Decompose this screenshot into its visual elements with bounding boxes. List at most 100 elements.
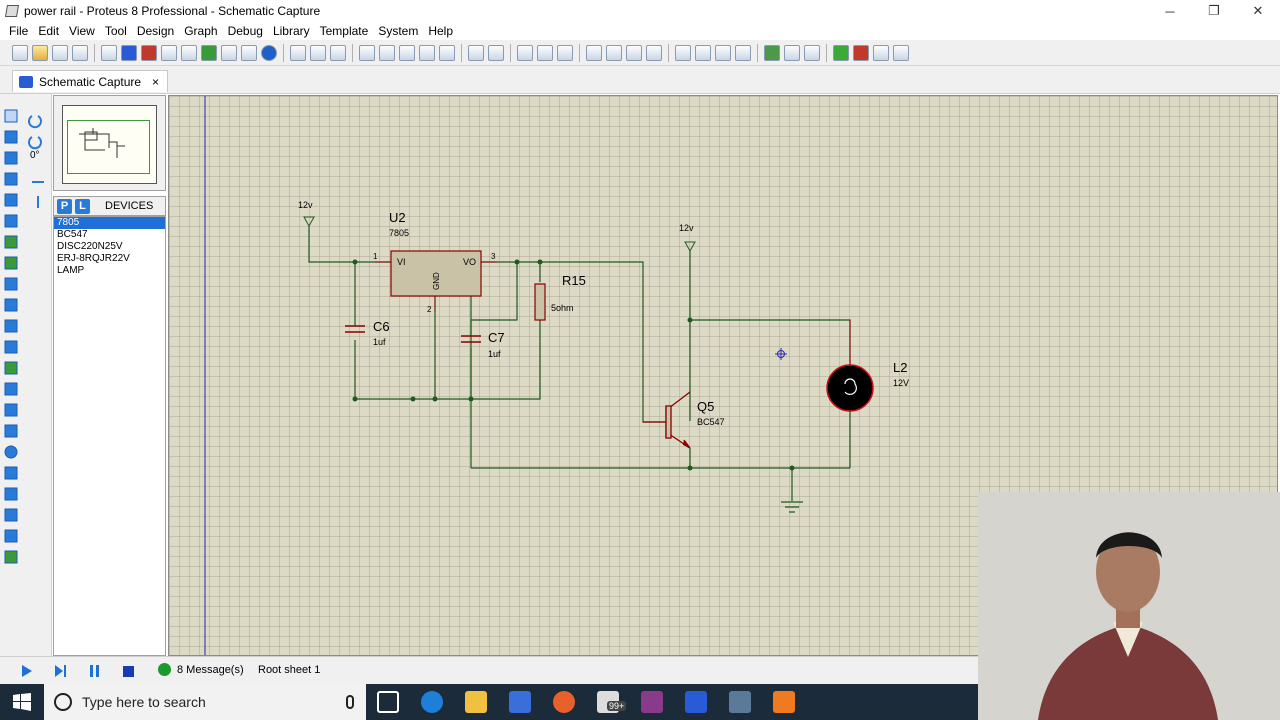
open-folder-icon[interactable] [32,44,48,61]
taskbar-search[interactable]: Type here to search [44,684,366,720]
menu-template[interactable]: Template [319,24,369,38]
refresh-icon[interactable] [290,44,306,61]
undo-icon[interactable] [468,44,484,61]
menu-debug[interactable]: Debug [227,24,263,38]
library-manager-button[interactable]: L [75,198,90,214]
close-button[interactable]: ✕ [1252,3,1264,18]
window-title: power rail - Proteus 8 Professional - Sc… [24,4,321,18]
l2-value: 12V [893,378,909,388]
gerber-icon[interactable] [181,44,197,61]
cut-icon[interactable] [517,44,533,61]
device-item-7805[interactable]: 7805 [54,217,165,229]
menu-view[interactable]: View [69,24,95,38]
step-icon[interactable] [54,665,66,677]
pick-devices-button[interactable]: P [57,198,72,214]
pause-icon[interactable] [88,665,100,677]
tab-schematic-capture[interactable]: Schematic Capture × [12,70,168,92]
winrar-icon[interactable] [641,691,663,713]
zoom-out-icon[interactable] [399,44,415,61]
task-view-icon[interactable] [377,691,399,713]
schematic-icon[interactable] [121,44,137,61]
menu-graph[interactable]: Graph [184,24,218,38]
zoom-in-icon[interactable] [379,44,395,61]
restore-button[interactable]: ❐ [1208,3,1220,18]
tab-label: Schematic Capture [39,74,142,89]
menu-library[interactable]: Library [272,24,310,38]
help-icon[interactable] [261,44,277,61]
exit-to-parent-icon[interactable] [873,44,889,61]
text-tool-icon [4,508,18,522]
copy-icon[interactable] [537,44,553,61]
bom-icon[interactable] [201,44,217,61]
edge-browser-icon[interactable] [421,691,443,713]
file-explorer-icon[interactable] [465,691,487,713]
messages-count: 8 Message(s) [177,663,244,676]
subcircuit-mode-icon [4,235,18,249]
probe-mode-icon [4,361,18,375]
menu-design[interactable]: Design [136,24,175,38]
menu-file[interactable]: File [9,24,29,38]
device-item-bc547[interactable]: BC547 [57,229,88,240]
proteus-taskbar-icon[interactable] [685,691,707,713]
mode-icons [4,109,44,564]
windows-logo-icon [13,693,31,711]
remove-sheet-icon[interactable] [853,44,869,61]
redo-icon[interactable] [488,44,504,61]
menu-tool[interactable]: Tool [104,24,127,38]
minimize-button[interactable]: ─ [1165,3,1175,19]
block-copy-icon[interactable] [586,44,602,61]
grid-icon[interactable] [310,44,326,61]
c7-ref: C7 [488,330,505,345]
recorder-taskbar-icon[interactable] [773,691,795,713]
play-icon[interactable] [20,665,32,677]
mail-icon[interactable]: 99+ [597,691,627,713]
menu-edit[interactable]: Edit [38,24,60,38]
stop-icon[interactable] [122,665,134,677]
bus-mode-icon [4,214,18,228]
origin-icon[interactable] [330,44,346,61]
u2-gnd: GND [432,272,441,290]
paste-icon[interactable] [557,44,573,61]
search-tag-icon[interactable] [784,44,800,61]
microphone-icon[interactable] [346,695,354,709]
device-item-erj-8rqjr22v[interactable]: ERJ-8RQJR22V [57,253,130,264]
device-item-lamp[interactable]: LAMP [57,265,85,276]
make-device-icon[interactable] [695,44,711,61]
block-delete-icon[interactable] [646,44,662,61]
tab-close-icon[interactable]: × [151,74,159,89]
save-icon[interactable] [52,44,68,61]
decompose-icon[interactable] [735,44,751,61]
property-assign-icon[interactable] [804,44,820,61]
store-icon[interactable] [509,691,531,713]
packaging-icon[interactable] [715,44,731,61]
home-icon[interactable] [101,44,117,61]
new-file-icon[interactable] [12,44,28,61]
isis-taskbar-icon[interactable] [729,691,751,713]
pcb-layout-icon[interactable] [141,44,157,61]
new-sheet-icon[interactable] [833,44,849,61]
messages-indicator[interactable]: 8 Message(s) [158,663,244,676]
rotation-angle[interactable]: 0° [30,150,40,161]
overview-window[interactable] [53,95,166,191]
pick-parts-icon[interactable] [675,44,691,61]
zoom-area-icon[interactable] [439,44,455,61]
menu-help[interactable]: Help [428,24,454,38]
pan-icon[interactable] [359,44,375,61]
device-item-disc220n25v[interactable]: DISC220N25V [57,241,123,252]
block-move-icon[interactable] [606,44,622,61]
c6-capacitor: C6 1uf [345,319,390,347]
start-button[interactable] [0,684,44,720]
block-rotate-icon[interactable] [626,44,642,61]
import-icon[interactable] [72,44,88,61]
wire-autorouter-icon[interactable] [764,44,780,61]
menu-system[interactable]: System [378,24,419,38]
design-explorer-icon[interactable] [221,44,237,61]
netlist-icon[interactable] [893,44,909,61]
source-code-icon[interactable] [241,44,257,61]
3d-viewer-icon[interactable] [161,44,177,61]
symbol-tool-icon [4,529,18,543]
zoom-all-icon[interactable] [419,44,435,61]
u2-regulator: U2 7805 VI VO GND 1 3 2 [373,210,497,314]
arc-tool-icon [4,466,18,480]
firefox-icon[interactable] [553,691,575,713]
